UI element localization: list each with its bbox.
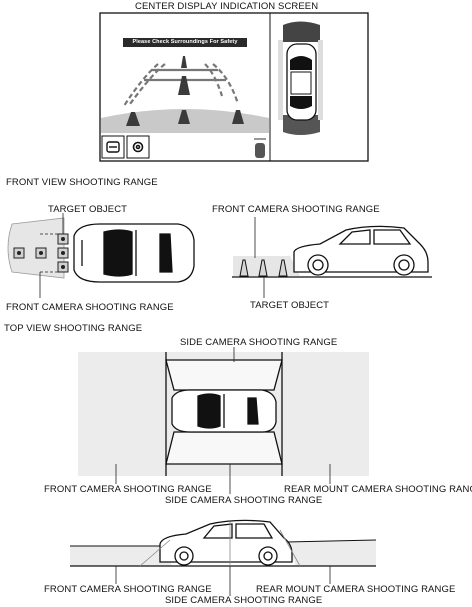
safety-banner-text: Please Check Surroundings For Safety xyxy=(132,39,238,45)
rear-mount-camera-label-top-view: REAR MOUNT CAMERA SHOOTING RANGE xyxy=(284,484,472,495)
camera-view-switch-icon xyxy=(106,141,120,153)
top-view-title: TOP VIEW SHOOTING RANGE xyxy=(4,323,143,334)
car-top-view-front xyxy=(73,223,195,283)
front-camera-label-side-view: FRONT CAMERA SHOOTING RANGE xyxy=(44,584,212,595)
camera-cones xyxy=(126,56,244,126)
side-camera-range-top xyxy=(165,359,283,391)
safety-banner xyxy=(123,38,247,47)
side-camera-label-side-view: SIDE CAMERA SHOOTING RANGE xyxy=(165,595,323,606)
car-side-view-bottom xyxy=(159,519,293,566)
center-display-title: CENTER DISPLAY INDICATION SCREEN xyxy=(135,1,319,12)
target-object-label-side: TARGET OBJECT xyxy=(250,300,330,311)
front-camera-range-label-side: FRONT CAMERA SHOOTING RANGE xyxy=(212,204,380,215)
target-object-cones-side xyxy=(239,259,288,277)
side-camera-label-bottom: SIDE CAMERA SHOOTING RANGE xyxy=(165,495,323,506)
car-top-view-center xyxy=(171,389,277,433)
front-camera-range-label-bottom: FRONT CAMERA SHOOTING RANGE xyxy=(6,302,174,313)
car-side-view-front xyxy=(293,225,429,276)
front-camera-label-top-view: FRONT CAMERA SHOOTING RANGE xyxy=(44,484,212,495)
rear-mount-camera-label-side-view: REAR MOUNT CAMERA SHOOTING RANGE xyxy=(256,584,456,595)
settings-button xyxy=(126,135,150,159)
display-top-view-panel xyxy=(278,21,323,135)
car-status-icon xyxy=(254,138,266,158)
side-camera-range-bottom xyxy=(165,431,283,465)
side-camera-label-top: SIDE CAMERA SHOOTING RANGE xyxy=(180,337,338,348)
gear-icon xyxy=(132,141,144,153)
side-view-range-area xyxy=(70,546,172,566)
target-object-label-top: TARGET OBJECT xyxy=(48,204,128,215)
front-view-title: FRONT VIEW SHOOTING RANGE xyxy=(6,177,158,188)
